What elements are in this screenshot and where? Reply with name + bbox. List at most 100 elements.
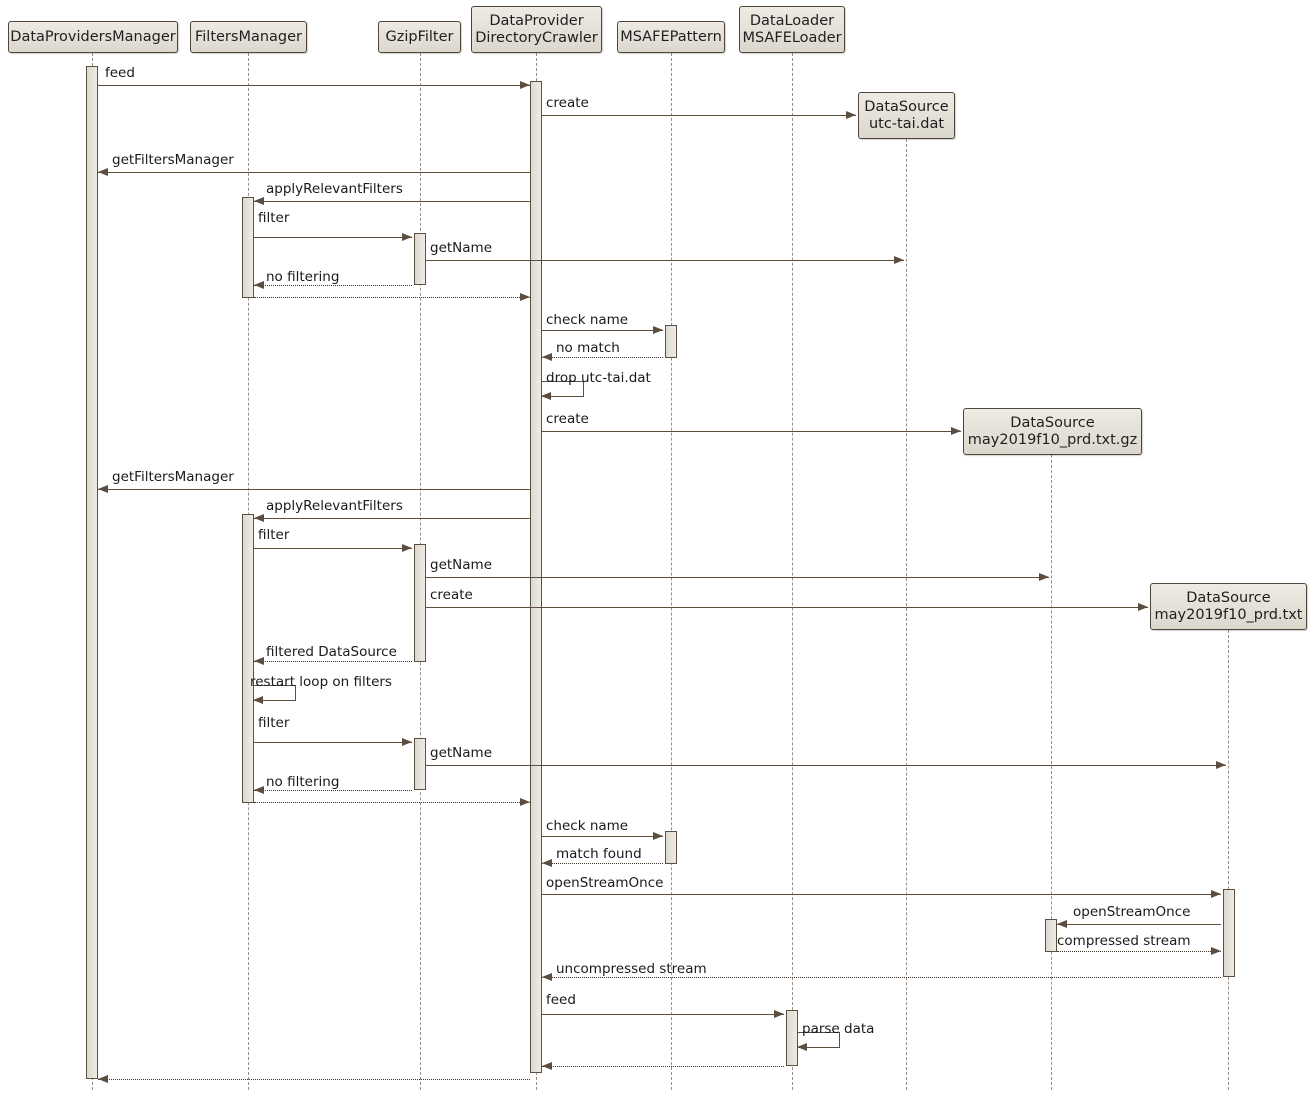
message-label-m6: getName [430, 240, 492, 256]
message-label-m16: getName [430, 557, 492, 573]
arrowhead-m9 [653, 326, 663, 334]
arrowhead-m32 [542, 1062, 552, 1070]
participant-dpm[interactable]: DataProvidersManager [8, 21, 178, 53]
arrowhead-m6 [894, 256, 904, 264]
participant-gzip[interactable]: GzipFilter [378, 21, 461, 53]
message-label-m13: getFiltersManager [112, 469, 234, 485]
arrowhead-m10 [542, 353, 552, 361]
self-message-loop-m19 [254, 685, 296, 701]
activation-bar-gzip [414, 544, 426, 662]
message-label-m30: feed [546, 992, 576, 1008]
participant-label: DataSource utc-tai.dat [864, 98, 949, 132]
message-line-m21 [426, 765, 1226, 766]
participant-ds_gz[interactable]: DataSource may2019f10_prd.txt.gz [963, 408, 1142, 455]
activation-bar-msafep [665, 831, 677, 864]
activation-bar-msafep [665, 325, 677, 358]
self-message-loop-m31 [798, 1032, 840, 1048]
arrowhead-m23 [520, 798, 530, 806]
participant-fm[interactable]: FiltersManager [190, 21, 307, 53]
lifeline-ds_gz [1051, 455, 1052, 1090]
activation-bar-fm [242, 197, 254, 298]
message-line-m17 [426, 607, 1148, 608]
arrowhead-m25 [542, 859, 552, 867]
participant-crawler[interactable]: DataProvider DirectoryCrawler [471, 6, 602, 53]
message-label-m22: no filtering [266, 774, 340, 790]
message-line-m4 [254, 201, 530, 202]
message-line-m18 [254, 661, 412, 662]
message-line-m27 [1057, 924, 1221, 925]
arrowhead-m22 [254, 786, 264, 794]
arrowhead-m19 [253, 696, 263, 704]
message-line-m15 [254, 548, 412, 549]
arrowhead-m28 [1211, 947, 1221, 955]
message-line-m16 [426, 577, 1049, 578]
message-line-m3 [98, 172, 530, 173]
message-line-m24 [542, 836, 663, 837]
arrowhead-m21 [1216, 761, 1226, 769]
message-line-m12 [542, 431, 961, 432]
participant-label: DataSource may2019f10_prd.txt [1154, 589, 1303, 623]
arrowhead-m5 [402, 233, 412, 241]
arrowhead-m29 [542, 973, 552, 981]
message-label-m1: feed [105, 65, 135, 81]
message-line-m8 [254, 297, 530, 298]
participant-label: DataLoader MSAFELoader [742, 12, 842, 46]
message-label-m9: check name [546, 312, 629, 328]
message-line-m25 [542, 863, 663, 864]
message-label-m14: applyRelevantFilters [266, 498, 403, 514]
message-line-m29 [542, 977, 1221, 978]
participant-label: DataProvider DirectoryCrawler [475, 12, 598, 46]
participant-ds_utctai[interactable]: DataSource utc-tai.dat [858, 92, 955, 139]
message-line-m32 [542, 1066, 784, 1067]
arrowhead-m13 [98, 485, 108, 493]
message-label-m4: applyRelevantFilters [266, 181, 403, 197]
participant-label: GzipFilter [385, 28, 454, 45]
message-label-m3: getFiltersManager [112, 152, 234, 168]
message-line-m10 [542, 357, 663, 358]
activation-bar-fm [242, 514, 254, 803]
lifeline-msafep [671, 53, 672, 1090]
arrowhead-m27 [1057, 920, 1067, 928]
activation-bar-gzip [414, 738, 426, 790]
arrowhead-m2 [846, 111, 856, 119]
participant-msafep[interactable]: MSAFEPattern [617, 21, 725, 53]
participant-label: DataProvidersManager [10, 28, 176, 45]
message-label-m20: filter [258, 715, 290, 731]
message-label-m15: filter [258, 527, 290, 543]
arrowhead-m26 [1211, 890, 1221, 898]
arrowhead-m31 [797, 1043, 807, 1051]
activation-bar-dpm [86, 66, 98, 1079]
message-label-m10: no match [556, 340, 620, 356]
message-label-m24: check name [546, 818, 629, 834]
arrowhead-m15 [402, 544, 412, 552]
message-line-m33 [98, 1079, 530, 1080]
participant-loader[interactable]: DataLoader MSAFELoader [739, 6, 845, 53]
arrowhead-m12 [951, 427, 961, 435]
self-message-loop-m11 [542, 381, 584, 397]
message-label-m17: create [430, 587, 473, 603]
message-label-m26: openStreamOnce [546, 875, 664, 891]
participant-ds_txt[interactable]: DataSource may2019f10_prd.txt [1150, 583, 1307, 630]
message-label-m12: create [546, 411, 589, 427]
message-line-m5 [254, 237, 412, 238]
message-label-m25: match found [556, 846, 642, 862]
message-label-m31: parse data [802, 1021, 875, 1037]
arrowhead-m4 [254, 197, 264, 205]
message-line-m2 [542, 115, 856, 116]
message-label-m21: getName [430, 745, 492, 761]
arrowhead-m20 [402, 738, 412, 746]
message-line-m23 [254, 802, 530, 803]
message-label-m5: filter [258, 210, 290, 226]
activation-bar-ds_gz [1045, 919, 1057, 952]
message-label-m19: restart loop on filters [250, 674, 392, 690]
message-label-m18: filtered DataSource [266, 644, 397, 660]
lifeline-loader [792, 53, 793, 1090]
message-label-m7: no filtering [266, 269, 340, 285]
message-line-m6 [426, 260, 904, 261]
arrowhead-m14 [254, 514, 264, 522]
message-line-m7 [254, 285, 412, 286]
message-label-m2: create [546, 95, 589, 111]
message-line-m30 [542, 1014, 784, 1015]
lifeline-ds_txt [1228, 630, 1229, 1090]
